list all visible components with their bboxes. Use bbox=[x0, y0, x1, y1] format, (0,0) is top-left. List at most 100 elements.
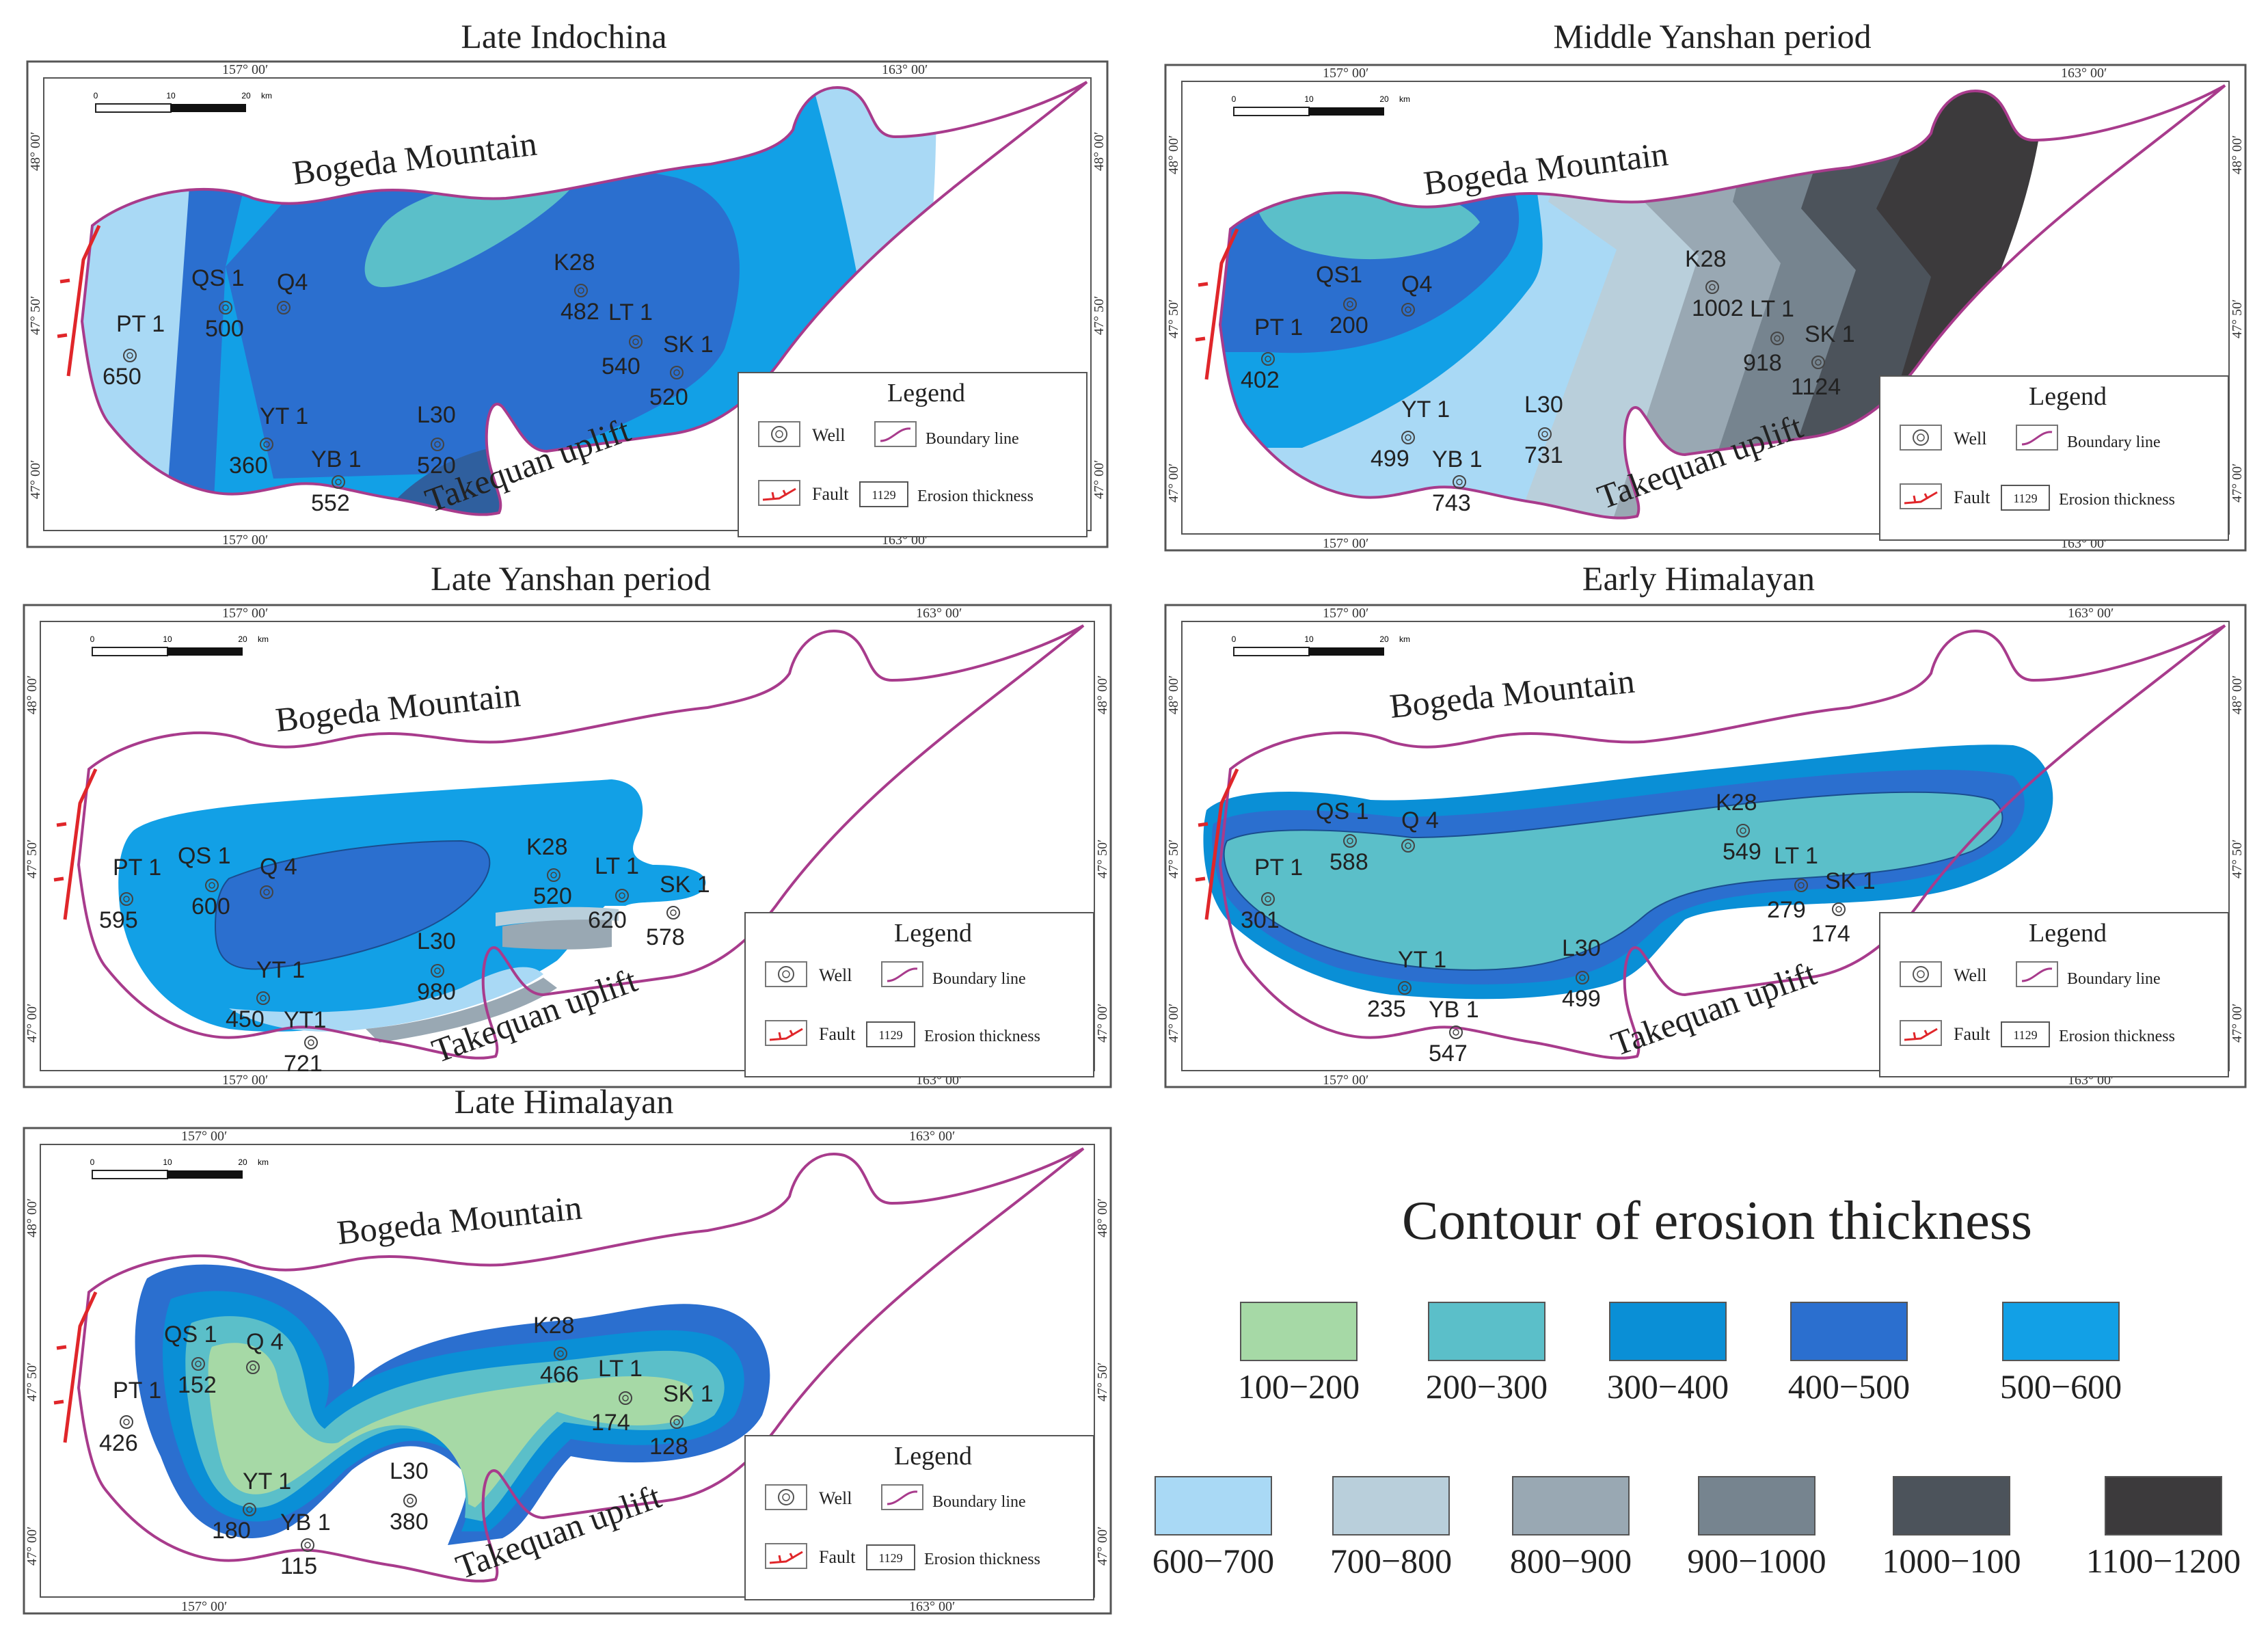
well-name: YT 1 bbox=[1398, 947, 1446, 973]
legend-frame bbox=[1879, 375, 2229, 541]
well-name: L30 bbox=[1524, 392, 1563, 418]
well-name: K28 bbox=[533, 1313, 575, 1339]
erosion-value: 200 bbox=[1329, 312, 1368, 338]
svg-text:20: 20 bbox=[238, 634, 247, 644]
erosion-value: 540 bbox=[602, 353, 640, 379]
erosion-value: 128 bbox=[649, 1434, 688, 1460]
well-icon bbox=[1576, 971, 1589, 984]
legend-frame bbox=[744, 1435, 1094, 1600]
legend-well-label: Well bbox=[1954, 965, 1986, 985]
erosion-value: 466 bbox=[540, 1362, 579, 1388]
well-name: YT 1 bbox=[1401, 397, 1450, 423]
legend-fault-label: Fault bbox=[819, 1024, 856, 1044]
well-icon bbox=[260, 438, 273, 451]
erosion-value: 500 bbox=[205, 316, 244, 342]
svg-text:48° 00′: 48° 00′ bbox=[28, 132, 43, 171]
contour-fill bbox=[1203, 745, 2053, 1000]
well-name: Q4 bbox=[1401, 271, 1432, 297]
erosion-value: 595 bbox=[99, 907, 138, 933]
erosion-value: 450 bbox=[226, 1006, 265, 1032]
well-icon-inner bbox=[195, 1360, 202, 1367]
svg-text:48° 00′: 48° 00′ bbox=[2230, 135, 2245, 174]
legend-erosion-sample: 1129 bbox=[2013, 492, 2037, 505]
well-name: K28 bbox=[554, 250, 595, 276]
well-name: K28 bbox=[526, 834, 568, 860]
svg-text:km: km bbox=[261, 91, 272, 100]
well-icon-inner bbox=[1740, 827, 1746, 834]
svg-text:0: 0 bbox=[94, 91, 98, 100]
well-icon bbox=[1913, 966, 1929, 982]
uplift-label: Takequan uplift bbox=[1606, 954, 1822, 1063]
erosion-value: 578 bbox=[646, 924, 685, 950]
legend-fault-label: Fault bbox=[812, 484, 849, 504]
well-name: LT 1 bbox=[595, 853, 639, 879]
erosion-value: 279 bbox=[1767, 897, 1806, 923]
contour-range-label: 200−300 bbox=[1426, 1367, 1548, 1406]
legend-frame bbox=[1879, 912, 2229, 1077]
fault-line bbox=[53, 768, 98, 920]
contour-range-label: 1000−100 bbox=[1882, 1542, 2021, 1580]
map-inner-frame bbox=[43, 77, 1092, 531]
svg-text:km: km bbox=[258, 634, 269, 644]
well-icon bbox=[778, 1489, 794, 1505]
svg-text:0: 0 bbox=[90, 634, 95, 644]
fault-line bbox=[57, 224, 101, 377]
legend-fault-label: Fault bbox=[1954, 487, 1990, 507]
mountain-label: Bogeda Mountain bbox=[1388, 662, 1636, 725]
well-icon-inner bbox=[1774, 335, 1781, 342]
contour-swatch bbox=[1428, 1302, 1545, 1361]
well-icon bbox=[1832, 902, 1846, 916]
well-icon bbox=[332, 475, 345, 489]
well-icon-inner bbox=[550, 872, 557, 879]
well-icon-inner bbox=[619, 892, 625, 899]
well-icon-inner bbox=[1347, 837, 1353, 844]
legend-erosion-label: Erosion thickness bbox=[924, 1551, 1040, 1568]
well-icon bbox=[243, 1503, 256, 1516]
svg-text:48° 00′: 48° 00′ bbox=[25, 1198, 40, 1237]
erosion-thickness-symbol bbox=[866, 1544, 915, 1570]
well-icon-inner bbox=[1835, 906, 1842, 913]
contour-range-label: 800−900 bbox=[1510, 1542, 1632, 1580]
well-name: YB 1 bbox=[1429, 997, 1479, 1023]
erosion-value: 360 bbox=[229, 453, 268, 479]
well-name: PT 1 bbox=[1254, 855, 1303, 881]
well-icon-inner bbox=[1798, 882, 1805, 889]
erosion-value: 301 bbox=[1241, 907, 1280, 933]
well-icon bbox=[431, 964, 444, 978]
scale-bar: 0 10 20 km bbox=[1232, 94, 1410, 116]
well-symbol bbox=[765, 961, 807, 987]
legend-erosion-sample: 1129 bbox=[2013, 1028, 2037, 1042]
well-name: L30 bbox=[1562, 935, 1601, 961]
boundary-line-icon bbox=[880, 427, 911, 442]
svg-text:163° 00′: 163° 00′ bbox=[909, 1599, 955, 1614]
panel-title: Early Himalayan bbox=[1582, 559, 1815, 598]
contour-range-label: 600−700 bbox=[1152, 1542, 1274, 1580]
well-name: QS 1 bbox=[191, 265, 244, 291]
erosion-value: 552 bbox=[311, 490, 350, 516]
well-name: YT1 bbox=[284, 1007, 326, 1033]
well-name: L30 bbox=[390, 1458, 429, 1484]
map-inner-frame bbox=[1181, 621, 2230, 1071]
contour-swatch bbox=[1155, 1476, 1272, 1536]
well-icon bbox=[191, 1357, 205, 1371]
well-icon-inner bbox=[632, 338, 639, 345]
svg-text:48° 00′: 48° 00′ bbox=[25, 675, 40, 714]
svg-text:47° 50′: 47° 50′ bbox=[25, 1363, 40, 1402]
contour-swatch bbox=[2105, 1476, 2222, 1536]
legend-boundary-label: Boundary line bbox=[2067, 433, 2161, 451]
panel-late-himalayan: Late Himalayan 0 10 20 km 157° 00′ 163° … bbox=[23, 1082, 1112, 1615]
panel-title: Middle Yanshan period bbox=[1553, 17, 1871, 55]
svg-text:47° 00′: 47° 00′ bbox=[1166, 1004, 1181, 1043]
well-icon bbox=[778, 966, 794, 982]
legend-erosion-sample: 1129 bbox=[872, 488, 895, 502]
well-icon-inner bbox=[308, 1039, 314, 1046]
well-icon bbox=[619, 1391, 632, 1405]
coord-bottom-left: 157° 00′ bbox=[222, 533, 268, 548]
contour-range-label: 100−200 bbox=[1238, 1367, 1360, 1406]
legend-erosion-label: Erosion thickness bbox=[917, 487, 1034, 505]
erosion-value: 1002 bbox=[1692, 295, 1744, 321]
